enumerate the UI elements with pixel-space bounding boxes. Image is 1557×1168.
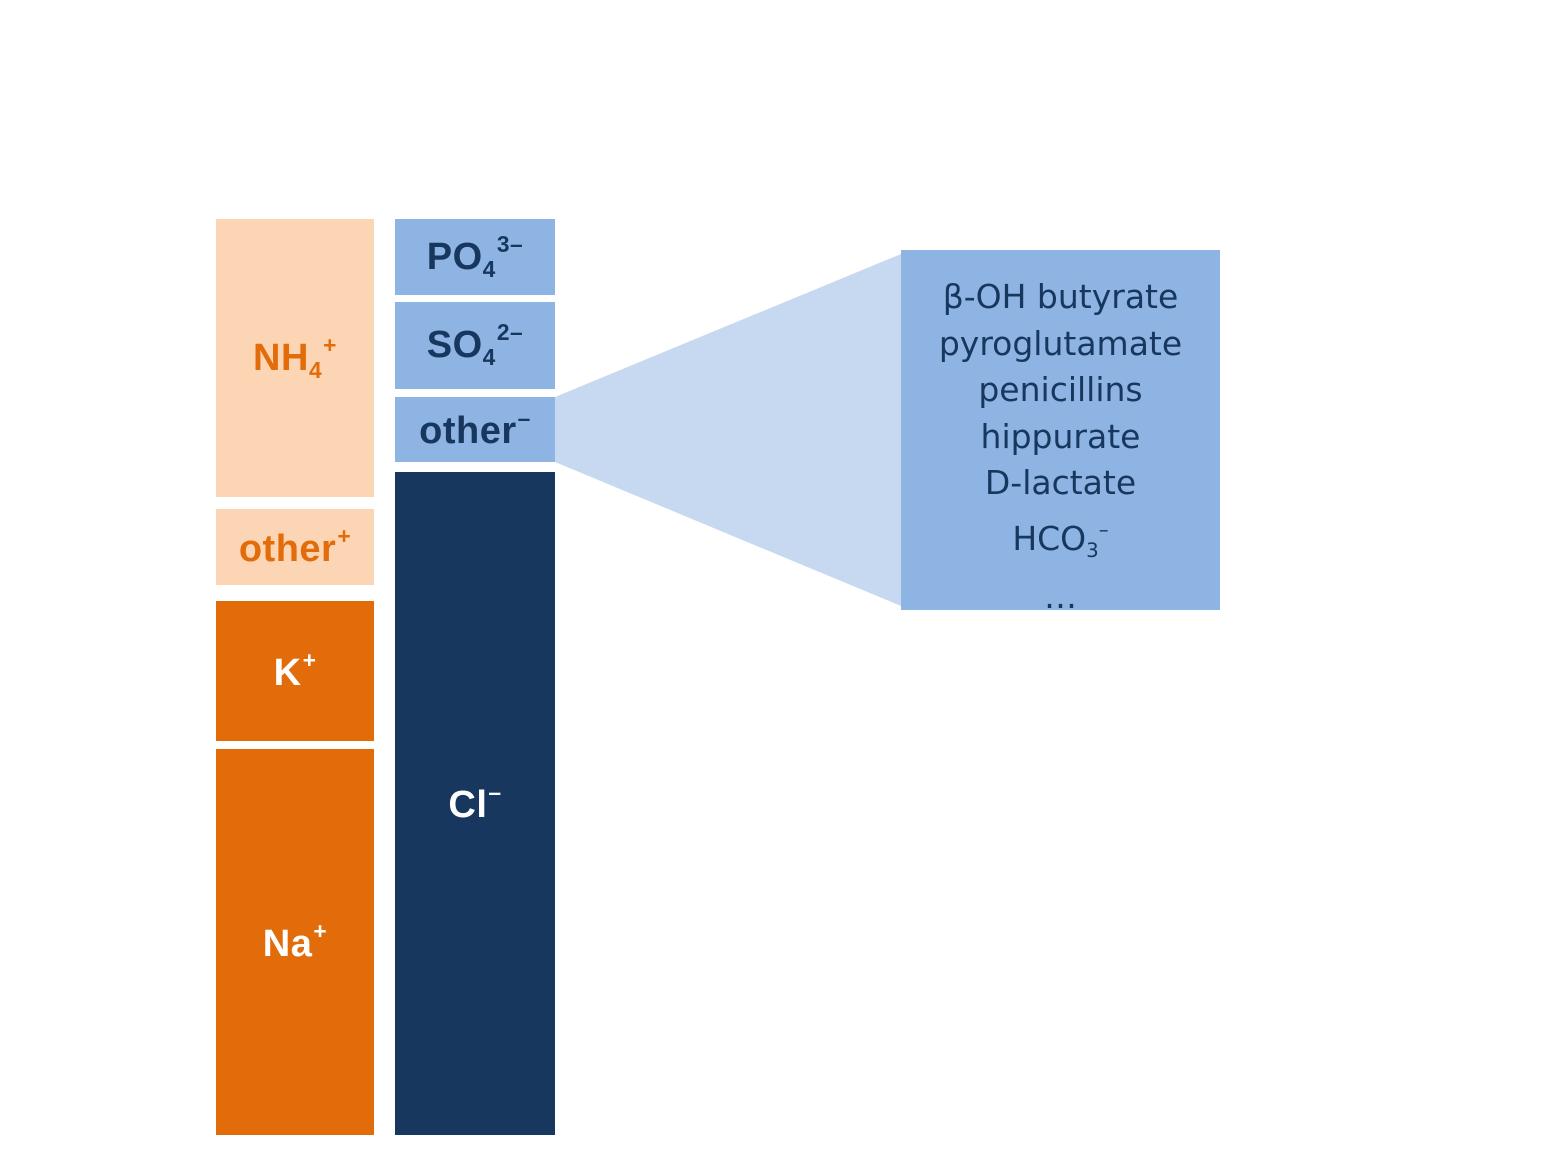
callout-item-pyroglutamate: pyroglutamate [938, 323, 1183, 363]
cation-k-block: K+ [216, 601, 374, 741]
anion-po4-label: PO43– [426, 230, 524, 283]
callout-item-bicarbonate: HCO3– [1012, 517, 1109, 562]
anion-cl-block: Cl– [395, 472, 555, 1135]
callout-item-beta-oh-butyrate: β-OH butyrate [942, 277, 1179, 316]
anion-other-label: other– [419, 405, 531, 453]
cation-other-label: other+ [238, 522, 352, 571]
callout-item-hippurate: hippurate [980, 416, 1141, 456]
anion-so4-block: SO42– [395, 302, 555, 389]
anion-so4-label: SO42– [426, 319, 524, 371]
callout-item-d-lactate: D-lactate [984, 463, 1137, 502]
anion-cl-label: Cl– [448, 779, 502, 827]
cation-nh4-label: NH4+ [253, 331, 337, 384]
cation-na-block: Na+ [216, 749, 374, 1135]
other-anions-callout: β-OH butyrate pyroglutamate penicillins … [901, 250, 1220, 616]
callout-item-penicillins: penicillins [978, 370, 1143, 409]
anion-po4-block: PO43– [395, 219, 555, 295]
callout-ellipsis: … [1044, 576, 1077, 616]
anion-other-block: other– [395, 397, 555, 462]
callout-wedge-shape [555, 254, 901, 606]
cation-nh4-block: NH4+ [216, 219, 374, 497]
cation-na-label: Na+ [262, 917, 328, 966]
cation-other-block: other+ [216, 509, 374, 585]
cation-k-label: K+ [273, 646, 317, 695]
